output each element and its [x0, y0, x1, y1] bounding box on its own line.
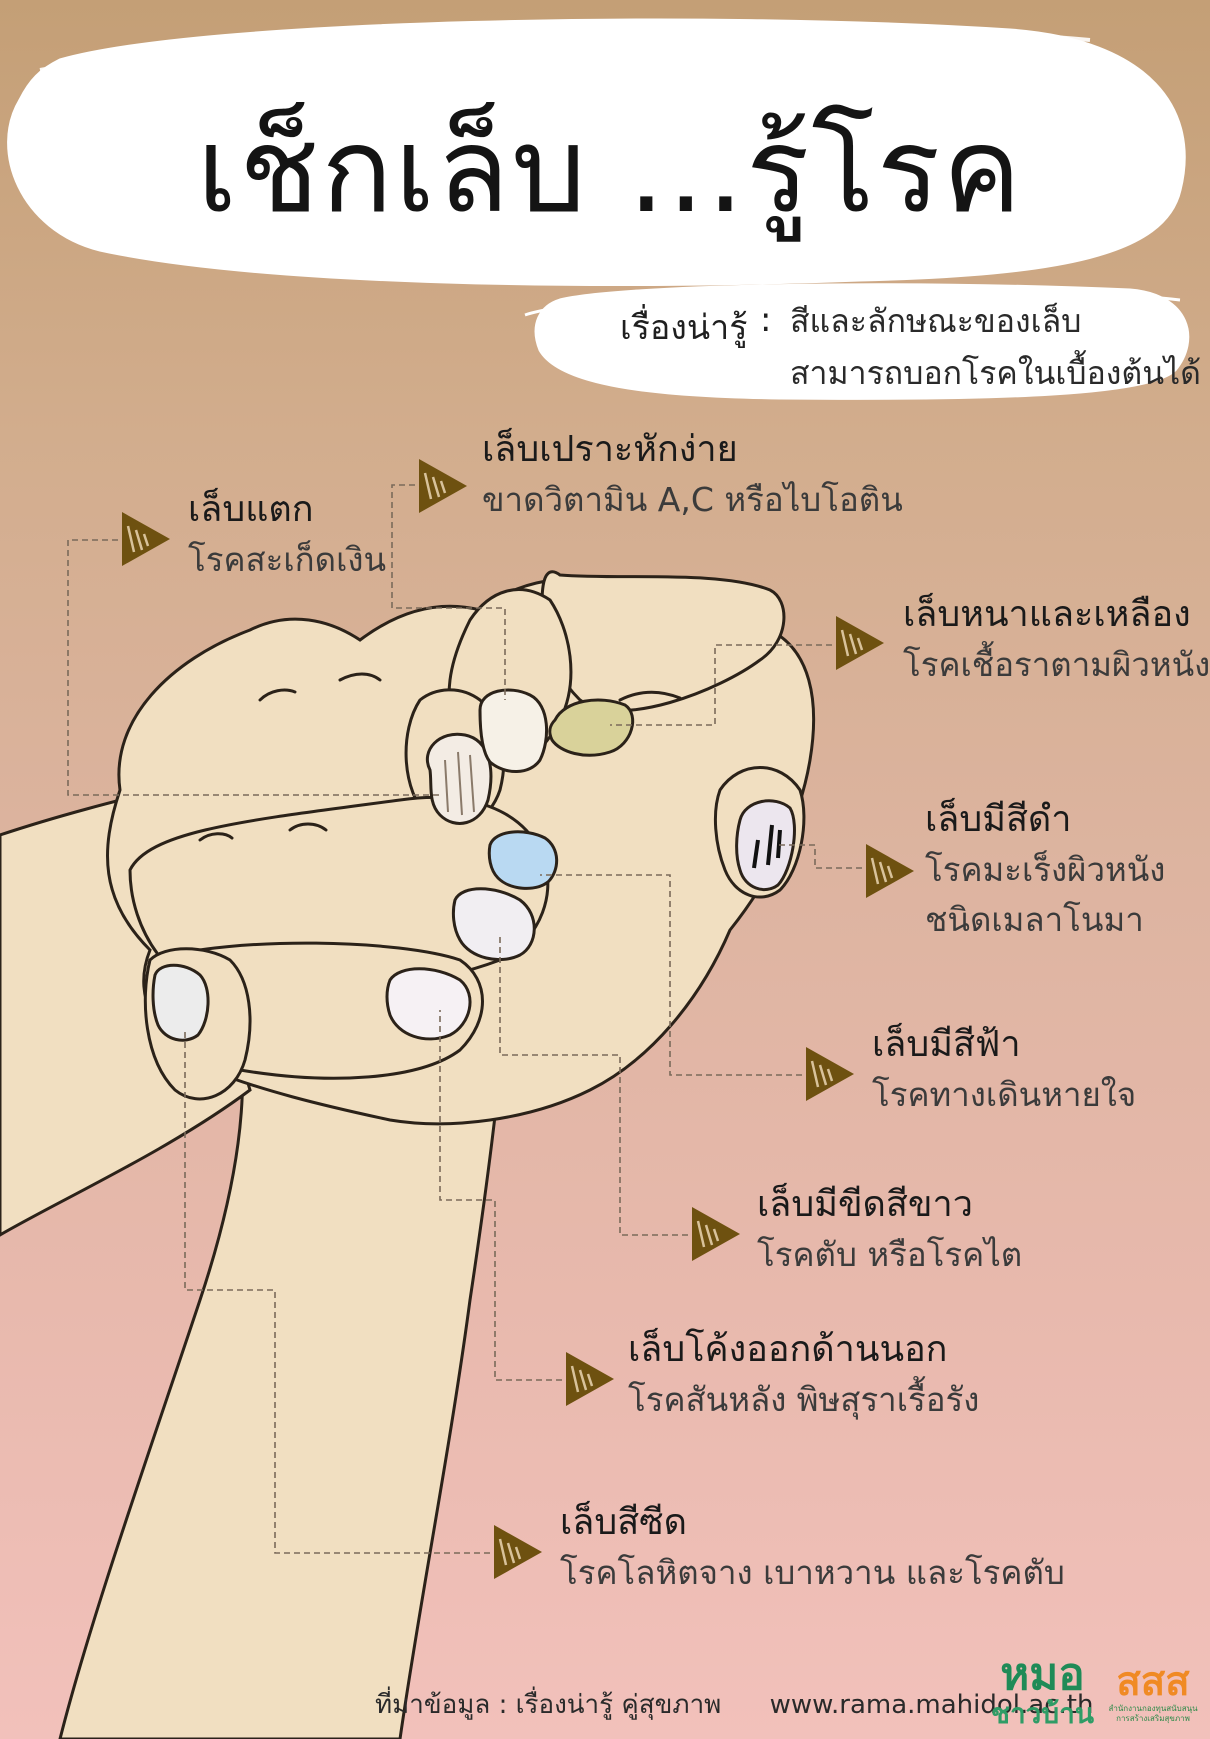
subtitle-line-1: สีและลักษณะของเล็บ: [790, 302, 1082, 340]
callout-brittle-nail: เล็บเปราะหักง่าย ขาดวิตามิน A,C หรือไบโอ…: [482, 425, 903, 525]
callout-heading: เล็บมีขีดสีขาว: [757, 1184, 973, 1225]
triangle-marker-icon: [836, 616, 884, 670]
nail-pale: [151, 963, 210, 1042]
triangle-marker-icon: [566, 1352, 614, 1406]
nail-yellow: [548, 698, 635, 757]
triangle-marker-icon: [692, 1207, 740, 1261]
callout-yellow-nail: เล็บหนาและเหลือง โรคเชื้อราตามผิวหนัง: [903, 590, 1210, 690]
callout-heading: เล็บมีสีดำ: [925, 799, 1072, 840]
mor-chaoban-logo: หมอ ชาวบ้าน: [985, 1652, 1100, 1730]
triangle-marker-icon: [866, 844, 914, 898]
leader-clubbing: [439, 1010, 562, 1381]
callout-description: โรคมะเร็งผิวหนัง: [925, 850, 1166, 889]
callout-description: โรคสะเก็ดเงิน: [188, 540, 387, 579]
callout-heading: เล็บสีซีด: [560, 1502, 688, 1543]
callout-white-lines-nail: เล็บมีขีดสีขาว โรคตับ หรือโรคไต: [757, 1180, 1022, 1280]
logo-text-line-1: หมอ: [1000, 1649, 1085, 1700]
sss-logo-org: สำนักงานกองทุนสนับสนุนการสร้างเสริมสุขภา…: [1108, 1704, 1198, 1723]
callout-heading: เล็บโค้งออกด้านนอก: [628, 1329, 948, 1370]
logo-text-line-2: ชาวบ้าน: [990, 1697, 1095, 1730]
callout-heading: เล็บเปราะหักง่าย: [482, 429, 738, 470]
title-blob: [7, 18, 1186, 287]
callout-description: โรคโลหิตจาง เบาหวาน และโรคตับ: [560, 1553, 1065, 1592]
callout-black-nail: เล็บมีสีดำ โรคมะเร็งผิวหนัง ชนิดเมลาโนมา: [925, 795, 1165, 945]
triangle-marker-icon: [419, 459, 467, 513]
wrist-arm: [58, 997, 502, 1739]
subtitle-colon: :: [760, 300, 772, 340]
sss-logo-mark: สสส: [1116, 1659, 1190, 1705]
sss-logo: สสส สำนักงานกองทุนสนับสนุนการสร้างเสริมส…: [1103, 1660, 1203, 1724]
callout-description: ขาดวิตามิน A,C หรือไบโอติน: [482, 480, 903, 519]
callout-pale-nail: เล็บสีซีด โรคโลหิตจาง เบาหวาน และโรคตับ: [560, 1498, 1065, 1598]
triangle-marker-icon: [806, 1047, 854, 1101]
callout-description: โรคตับ หรือโรคไต: [757, 1235, 1023, 1274]
subtitle-text: สีและลักษณะของเล็บ สามารถบอกโรคในเบื้องต…: [790, 295, 1201, 399]
callout-cracked-nail: เล็บแตก โรคสะเก็ดเงิน: [188, 485, 386, 585]
leader-brittle: [391, 484, 506, 700]
nail-clubbing: [385, 967, 472, 1041]
callout-description: โรคเชื้อราตามผิวหนัง: [903, 645, 1210, 684]
nail-blue: [487, 830, 559, 890]
leader-pale: [184, 1030, 490, 1554]
leader-black: [775, 844, 862, 869]
subtitle-label: เรื่องน่ารู้: [620, 308, 748, 348]
callout-heading: เล็บมีสีฟ้า: [872, 1024, 1021, 1065]
footer-url[interactable]: www.rama.mahidol.ac.th: [769, 1690, 1094, 1720]
triangle-marker-icon: [122, 512, 170, 566]
nail-white-lines: [451, 887, 536, 962]
footer-source: ที่มาข้อมูล : เรื่องน่ารู้ คู่สุขภาพ: [375, 1690, 722, 1720]
triangle-marker-icon: [494, 1525, 542, 1579]
nail-brittle: [478, 688, 549, 773]
leader-white: [499, 935, 688, 1236]
callout-description: โรคทางเดินหายใจ: [872, 1075, 1137, 1114]
callout-heading: เล็บแตก: [188, 489, 314, 530]
callout-clubbing-nail: เล็บโค้งออกด้านนอก โรคสันหลัง พิษสุราเรื…: [628, 1325, 979, 1425]
page-title: เช็กเล็บ ...รู้โรค: [196, 101, 1024, 239]
subtitle-blob: [534, 283, 1190, 400]
footer: ที่มาข้อมูล : เรื่องน่ารู้ คู่สุขภาพ www…: [375, 1684, 1093, 1725]
leader-blue: [540, 874, 802, 1076]
subtitle-line-2: สามารถบอกโรคในเบื้องต้นได้: [790, 354, 1201, 392]
callout-description-2: ชนิดเมลาโนมา: [925, 900, 1144, 939]
nail-black: [735, 799, 796, 891]
callout-blue-nail: เล็บมีสีฟ้า โรคทางเดินหายใจ: [872, 1020, 1136, 1120]
callout-description: โรคสันหลัง พิษสุราเรื้อรัง: [628, 1380, 980, 1419]
callout-heading: เล็บหนาและเหลือง: [903, 594, 1191, 635]
leader-cracked: [67, 539, 440, 796]
